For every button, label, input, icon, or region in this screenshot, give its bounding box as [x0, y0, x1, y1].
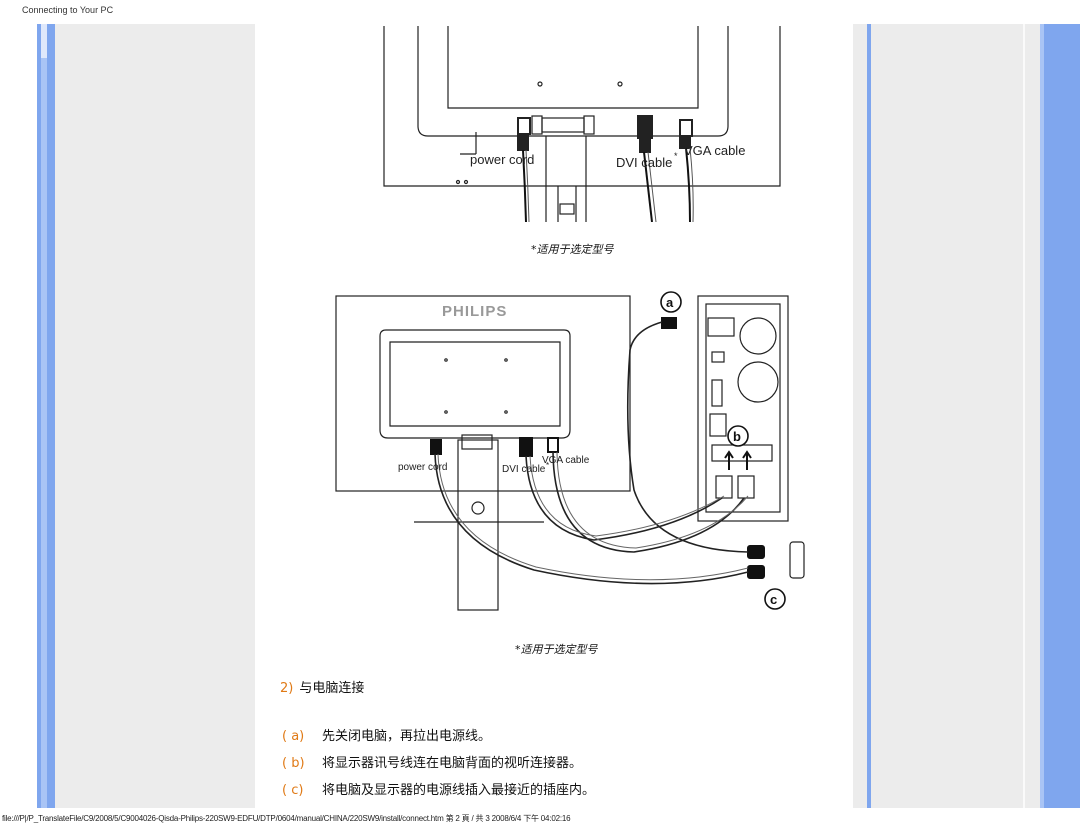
callout-c: c — [770, 592, 777, 607]
step-item: ( a) 先关闭电脑，再拉出电源线。 — [282, 725, 491, 744]
vga-cable-label: VGA cable — [684, 143, 745, 158]
dvi-cable-asterisk: * — [674, 151, 678, 161]
page-header-title: Connecting to Your PC — [22, 5, 114, 15]
page-footer-path: file:///P|/P_TranslateFile/C9/2008/5/C90… — [2, 814, 571, 823]
fig2-dvi-cable-asterisk: * — [546, 461, 549, 470]
fig2-dvi-cable-label: DVI cable — [502, 464, 546, 475]
section-heading: 2) 与电脑连接 — [280, 677, 364, 696]
step-item: ( b) 将显示器讯号线连在电脑背面的视听连接器。 — [282, 752, 582, 771]
monitor-back-connectors-illustration: power cord DVI cable * VGA cable — [383, 26, 781, 222]
left-margin-panel — [55, 24, 255, 808]
step-key: ( c) — [282, 783, 304, 798]
figure2-caption: *适用于选定型号 — [515, 643, 598, 656]
monitor-to-pc-connection-illustration: a b c PHILIPS power cord DVI cable * VGA… — [335, 291, 805, 611]
step-key: ( b) — [282, 756, 305, 771]
callout-a: a — [666, 295, 674, 310]
left-frame-bar — [37, 24, 55, 808]
step-text: 先关闭电脑，再拉出电源线。 — [322, 729, 492, 744]
callout-b: b — [733, 429, 741, 444]
section-title: 与电脑连接 — [299, 681, 365, 696]
step-text: 将显示器讯号线连在电脑背面的视听连接器。 — [322, 756, 583, 771]
step-item: ( c) 将电脑及显示器的电源线插入最接近的插座内。 — [282, 779, 595, 798]
step-key: ( a) — [282, 729, 305, 744]
step-text: 将电脑及显示器的电源线插入最接近的插座内。 — [322, 783, 596, 798]
fig2-vga-cable-label: VGA cable — [542, 455, 590, 466]
dvi-cable-label: DVI cable — [616, 155, 672, 170]
fig2-power-cord-label: power cord — [398, 462, 447, 473]
right-frame-bar — [1040, 24, 1080, 808]
figure1-caption: *适用于选定型号 — [531, 243, 614, 256]
power-cord-label: power cord — [470, 152, 534, 167]
right-margin-panel — [853, 24, 1040, 808]
philips-brand-logo: PHILIPS — [442, 303, 507, 320]
section-number: 2) — [280, 681, 294, 696]
